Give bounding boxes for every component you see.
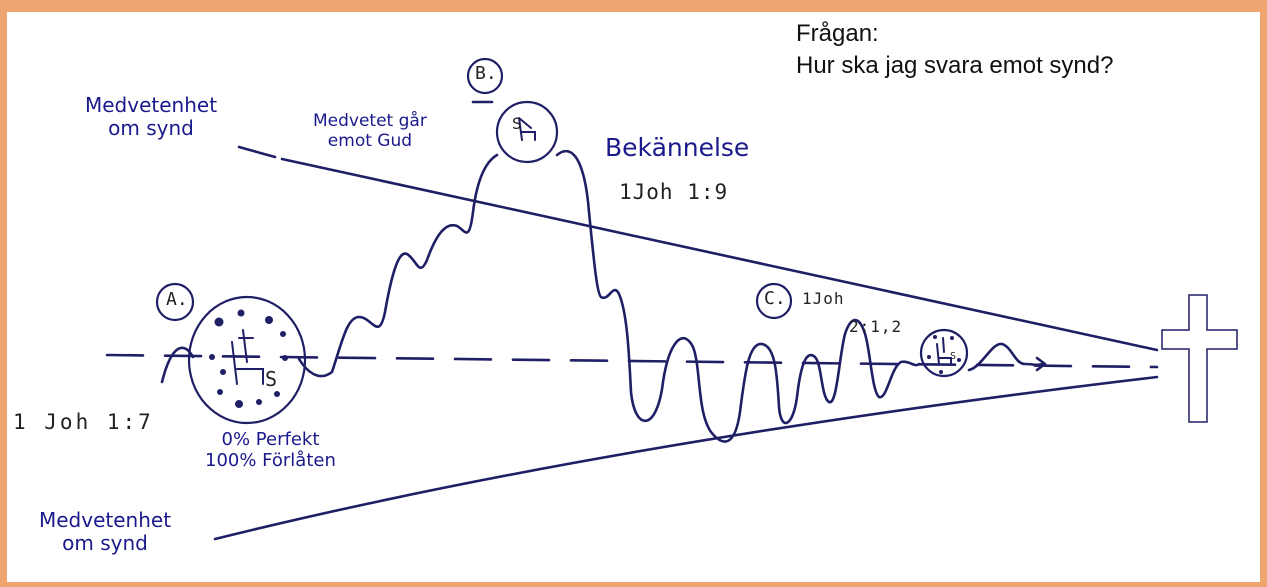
throne-b-s-letter: S (512, 114, 522, 133)
marker-a-label: A. (166, 289, 188, 310)
point-b-label: Medvetet går emot Gud (313, 111, 427, 151)
reference-c-line1: 1Joh (802, 289, 845, 308)
marker-c-circle (755, 282, 793, 320)
confession-label: Bekännelse (605, 133, 750, 162)
wave-arrowhead (1035, 356, 1047, 372)
marker-b-label: B. (475, 63, 497, 84)
throne-icon (231, 329, 264, 385)
question-title: Frågan: (796, 20, 879, 47)
lower-awareness-line (213, 375, 1159, 541)
slide: Frågan: Hur ska jag svara emot synd? Med… (7, 12, 1260, 582)
marker-b-circle (466, 57, 504, 95)
marker-c-label: C. (764, 288, 786, 309)
perfect-forgiven-label: 0% Perfekt 100% Förlåten (205, 429, 336, 471)
throne-c-dots (927, 335, 961, 374)
question-box: Frågan: Hur ska jag svara emot synd? (796, 18, 1113, 83)
throne-a-s-letter: S (265, 367, 278, 391)
confession-reference: 1Joh 1:9 (619, 180, 729, 204)
top-awareness-label: Medvetenhet om synd (85, 93, 218, 140)
throne-icon (936, 337, 952, 365)
center-dashed-line (105, 353, 1159, 369)
reference-c-line2: 2:1,2 (849, 317, 903, 336)
question-text: Hur ska jag svara emot synd? (796, 52, 1114, 80)
cross-icon (1161, 294, 1238, 423)
throne-circle-c (919, 328, 969, 378)
diagram-canvas (105, 57, 1238, 541)
throne-circle-b (495, 100, 559, 164)
throne-a-dots (209, 309, 288, 408)
throne-icon (518, 117, 536, 141)
perfect-text: 0% Perfekt (221, 429, 320, 450)
throne-circle-a (187, 295, 307, 425)
life-wave-curve (160, 149, 1045, 443)
bottom-awareness-label: Medvetenhet om synd (39, 508, 172, 555)
reference-a: 1 Joh 1:7 (13, 410, 154, 434)
forgiven-text: 100% Förlåten (205, 449, 336, 471)
throne-c-s-letter: S (950, 351, 957, 362)
marker-a-circle (155, 282, 195, 322)
upper-awareness-line (237, 145, 1159, 352)
